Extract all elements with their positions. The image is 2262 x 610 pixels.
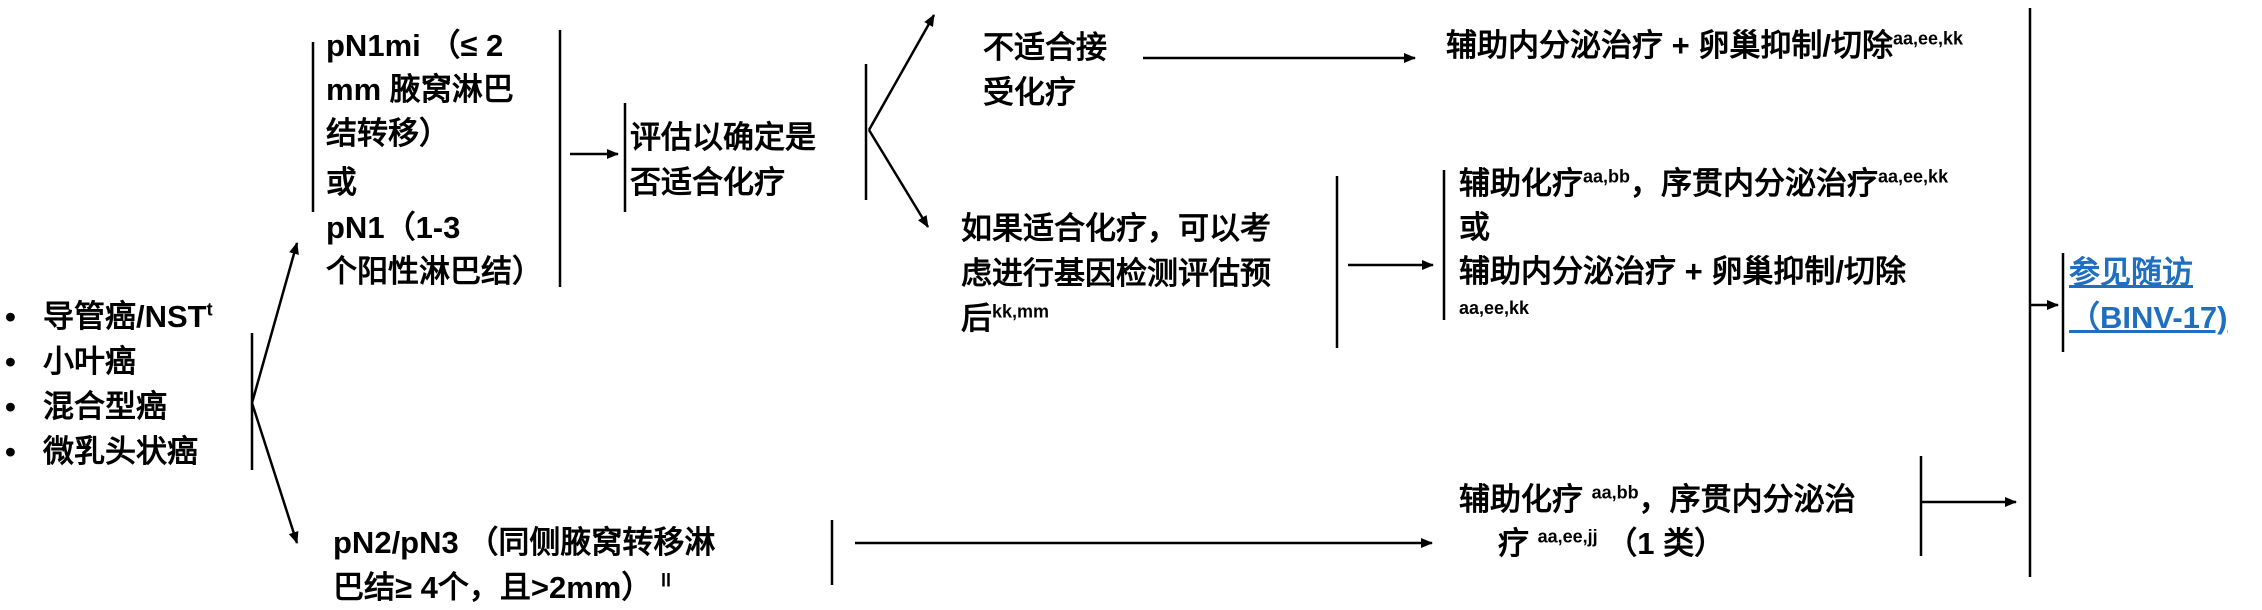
bullet-icon: • xyxy=(5,434,16,469)
pn1-line-1: pN1mi （≤ 2 xyxy=(326,28,504,63)
histology-item-2: 小叶癌 xyxy=(43,344,136,379)
suitable-line-3: 后kk,mm xyxy=(961,301,1050,336)
histology-item-3: 混合型癌 xyxy=(43,389,167,424)
followup-link-line-2[interactable]: （BINV-17) xyxy=(2069,300,2228,335)
pn1-line-2: mm 腋窝淋巴 xyxy=(326,72,514,107)
not-suitable-result: 辅助内分泌治疗 + 卵巢抑制/切除aa,ee,kk xyxy=(1446,28,1964,63)
arrow-to-not-suitable xyxy=(867,14,936,131)
pn1-line-5: pN1（1-3 xyxy=(326,210,461,245)
arrow-to-suitable xyxy=(867,129,930,228)
followup-link-line-1[interactable]: 参见随访 xyxy=(2069,255,2193,290)
histology-item-1: 导管癌/NSTt xyxy=(43,299,213,334)
not-suitable-line-1: 不适合接 xyxy=(983,30,1107,65)
assess-line-2: 否适合化疗 xyxy=(630,165,785,200)
pn23-line-1: pN2/pN3 （同侧腋窝转移淋 xyxy=(333,525,716,560)
arrow-to-pn23 xyxy=(250,402,299,544)
not-suitable-line-2: 受化疗 xyxy=(983,75,1076,110)
suitable-result-line-2: 或 xyxy=(1459,210,1490,245)
pn1-line-6: 个阳性淋巴结） xyxy=(326,254,543,289)
pn23-result-line-1: 辅助化疗 aa,bb，序贯内分泌治 xyxy=(1459,482,1856,517)
arrow-to-pn1 xyxy=(250,242,299,404)
pn23-result-line-2: 疗 aa,ee,jj （1 类） xyxy=(1498,526,1726,561)
bullet-icon: • xyxy=(5,344,16,379)
pn1-line-3: 结转移） xyxy=(326,116,450,151)
suitable-line-1: 如果适合化疗，可以考 xyxy=(961,211,1271,246)
histology-item-4: 微乳头状癌 xyxy=(43,434,198,469)
pn23-line-2: 巴结≥ 4个，且>2mm） ll xyxy=(333,570,671,605)
suitable-result-line-3: 辅助内分泌治疗 + 卵巢抑制/切除 xyxy=(1459,254,1906,289)
suitable-result-line-4: aa,ee,kk xyxy=(1459,298,1530,318)
assess-line-1: 评估以确定是 xyxy=(630,120,816,155)
bullet-icon: • xyxy=(5,299,16,334)
pn1-line-4: 或 xyxy=(326,165,357,200)
suitable-result-line-1: 辅助化疗aa,bb，序贯内分泌治疗aa,ee,kk xyxy=(1459,166,1949,201)
bullet-icon: • xyxy=(5,389,16,424)
suitable-line-2: 虑进行基因检测评估预 xyxy=(961,256,1271,291)
